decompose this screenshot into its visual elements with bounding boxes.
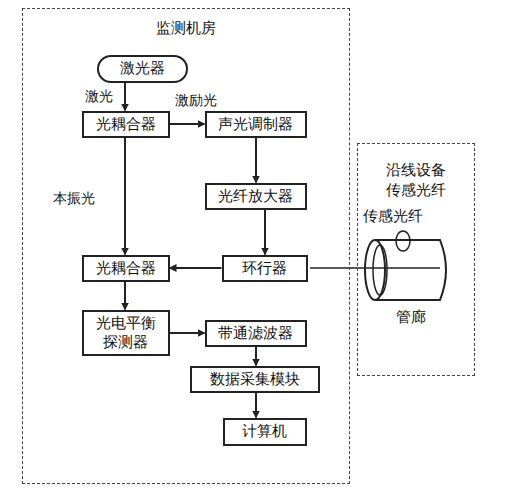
fiber-loop	[396, 231, 410, 251]
region-title: 沿线设备 传感光纤	[383, 160, 449, 201]
signal-arrow	[170, 332, 205, 334]
dashed-region: 监测机房激光器光耦合器声光调制器光纤放大器光耦合器环行器光电平衡 探测器带通滤波…	[22, 8, 350, 484]
process-box: 声光调制器	[205, 111, 307, 138]
signal-arrow	[124, 138, 126, 255]
edge-label: 激励光	[174, 92, 218, 110]
signal-arrow	[255, 138, 257, 183]
signal-arrow	[170, 123, 205, 125]
node-label: 光电平衡 探测器	[94, 314, 158, 352]
edge-label: 本振光	[52, 190, 96, 208]
process-box: 环行器	[222, 255, 308, 282]
node-label: 数据采集模块	[210, 370, 300, 389]
node-label: 光耦合器	[96, 259, 156, 278]
process-box: 光耦合器	[82, 255, 170, 282]
signal-arrow	[124, 282, 126, 310]
process-box: 计算机	[223, 418, 307, 446]
source-pill: 激光器	[97, 55, 188, 83]
node-label: 光耦合器	[96, 115, 156, 134]
signal-arrow	[170, 267, 222, 269]
signal-arrow	[124, 83, 126, 111]
pipe-inner	[373, 245, 387, 295]
node-label: 声光调制器	[218, 115, 293, 134]
sensing-fiber	[310, 267, 440, 269]
region-title: 监测机房	[23, 19, 349, 38]
process-box: 光耦合器	[82, 111, 170, 138]
node-label: 环行器	[242, 259, 287, 278]
edge-label: 激光	[84, 88, 114, 106]
node-label: 计算机	[242, 422, 287, 441]
process-box: 光电平衡 探测器	[82, 310, 170, 356]
node-label: 光纤放大器	[218, 187, 293, 206]
dashed-region: 沿线设备 传感光纤	[357, 143, 475, 376]
process-box: 光纤放大器	[205, 183, 307, 210]
signal-arrow	[264, 210, 266, 255]
pipe-label: 管廊	[395, 308, 427, 327]
node-label: 激光器	[120, 59, 165, 78]
process-box: 数据采集模块	[190, 366, 320, 393]
pipe-end	[365, 240, 385, 300]
process-box: 带通滤波器	[205, 320, 307, 347]
signal-arrow	[255, 347, 257, 366]
fiber-label: 传感光纤	[362, 207, 424, 226]
signal-arrow	[255, 393, 257, 418]
node-label: 带通滤波器	[218, 324, 293, 343]
